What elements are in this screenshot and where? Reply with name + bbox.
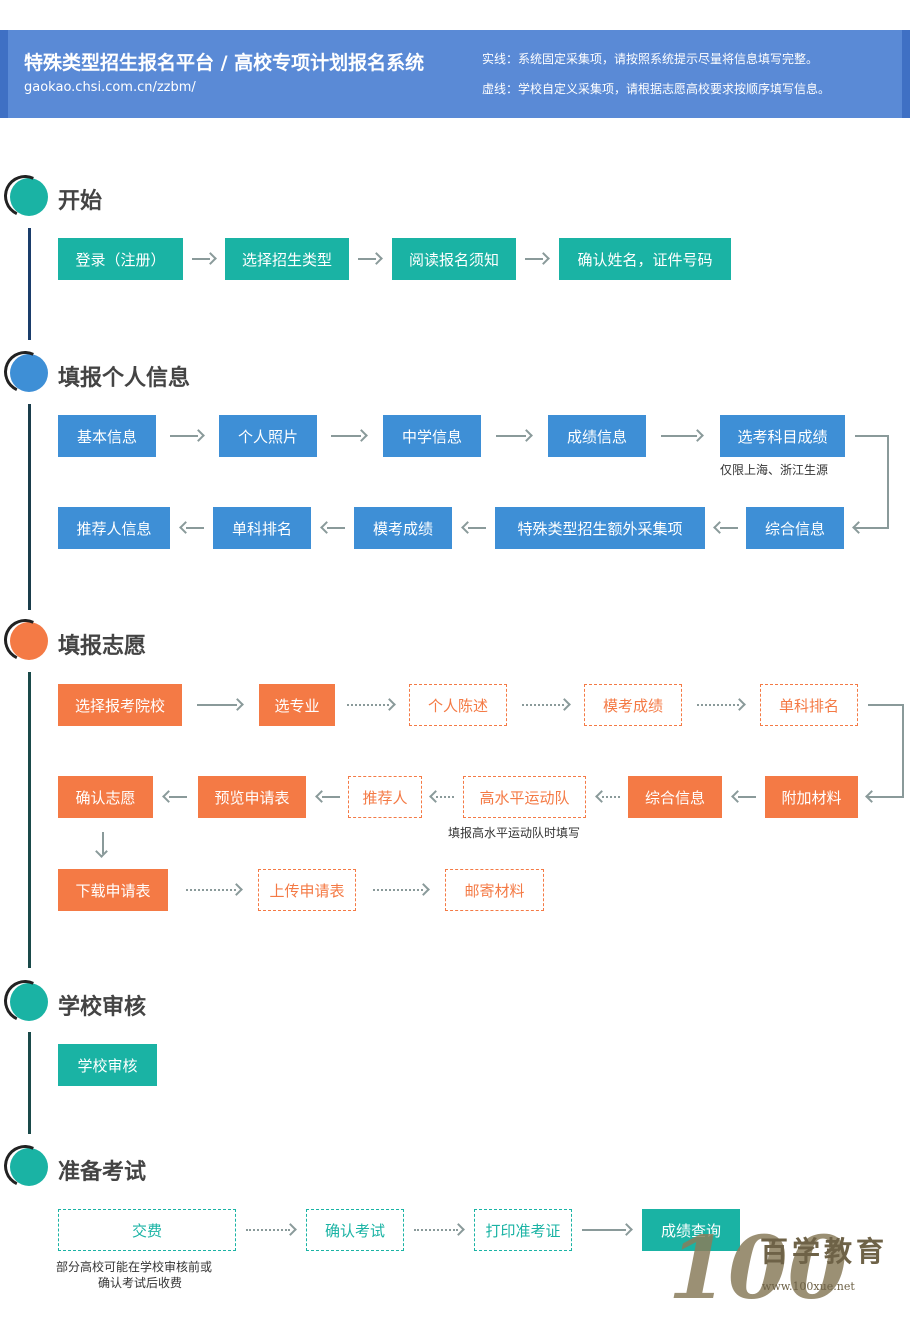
timeline-line-review bbox=[28, 1032, 31, 1134]
step-basic-info: 基本信息 bbox=[58, 415, 156, 457]
step-subject-rank: 单科排名 bbox=[213, 507, 311, 549]
step-sports-team: 高水平运动队 bbox=[463, 776, 586, 818]
arrow-wish-10 bbox=[186, 883, 243, 896]
step-select-type: 选择招生类型 bbox=[225, 238, 349, 280]
step-wish-overall: 综合信息 bbox=[628, 776, 722, 818]
watermark-url: www.100xue.net bbox=[762, 1280, 855, 1293]
section-start-icon bbox=[10, 178, 48, 216]
step-choose-major: 选专业 bbox=[259, 684, 335, 726]
step-print-ticket: 打印准考证 bbox=[474, 1209, 572, 1251]
section-wish-icon bbox=[10, 622, 48, 660]
note-sports-team: 填报高水平运动队时填写 bbox=[448, 826, 581, 840]
section-exam-title: 准备考试 bbox=[58, 1160, 147, 1185]
arrow-exam-2 bbox=[414, 1223, 465, 1236]
arrow-personal-connector bbox=[852, 521, 865, 534]
step-extra-materials: 附加材料 bbox=[765, 776, 858, 818]
arrow-wish-3 bbox=[522, 698, 571, 711]
step-statement: 个人陈述 bbox=[409, 684, 507, 726]
header-title: 特殊类型招生报名平台 / 高校专项计划报名系统 bbox=[24, 52, 425, 74]
arrow-exam-3 bbox=[582, 1223, 633, 1236]
arrow-wish-down-shaft bbox=[102, 832, 104, 854]
arrow-wish-2 bbox=[347, 698, 396, 711]
step-school-review: 学校审核 bbox=[58, 1044, 157, 1086]
timeline-line-personal bbox=[28, 404, 31, 610]
step-school-info: 中学信息 bbox=[383, 415, 481, 457]
step-wish-mock: 模考成绩 bbox=[584, 684, 682, 726]
step-referee-info: 推荐人信息 bbox=[58, 507, 170, 549]
header-banner bbox=[0, 30, 910, 118]
step-upload-form: 上传申请表 bbox=[258, 869, 356, 911]
step-mail-materials: 邮寄材料 bbox=[445, 869, 544, 911]
step-download-form: 下载申请表 bbox=[58, 869, 168, 911]
arrow-wish-connector bbox=[865, 790, 878, 803]
arrow-personal-4 bbox=[661, 429, 704, 442]
arrow-wish-5 bbox=[162, 790, 187, 803]
arrow-wish-7 bbox=[429, 790, 454, 803]
legend-solid: 实线：系统固定采集项，请按照系统提示尽量将信息填写完整。 bbox=[482, 52, 819, 66]
banner-edge-left bbox=[0, 30, 8, 118]
step-pay-fee: 交费 bbox=[58, 1209, 236, 1251]
arrow-wish-down-head bbox=[95, 845, 108, 858]
arrow-personal-2 bbox=[331, 429, 368, 442]
timeline-line-start bbox=[28, 228, 31, 340]
arrow-personal-3 bbox=[496, 429, 533, 442]
section-exam-icon bbox=[10, 1148, 48, 1186]
arrow-personal-7 bbox=[461, 521, 486, 534]
section-wish-title: 填报志愿 bbox=[58, 634, 147, 659]
step-confirm-exam: 确认考试 bbox=[306, 1209, 404, 1251]
watermark-name: 百学教育 bbox=[760, 1235, 889, 1268]
step-read-notice: 阅读报名须知 bbox=[392, 238, 516, 280]
arrow-wish-1 bbox=[197, 698, 244, 711]
arrow-wish-11 bbox=[373, 883, 430, 896]
step-wish-referee: 推荐人 bbox=[348, 776, 422, 818]
step-preview-form: 预览申请表 bbox=[198, 776, 306, 818]
step-special-extra: 特殊类型招生额外采集项 bbox=[495, 507, 705, 549]
arrow-start-3 bbox=[525, 252, 550, 265]
section-start-title: 开始 bbox=[58, 189, 103, 214]
section-review-icon bbox=[10, 983, 48, 1021]
arrow-start-1 bbox=[192, 252, 217, 265]
section-personal-icon bbox=[10, 354, 48, 392]
timeline-line-wish bbox=[28, 672, 31, 968]
arrow-wish-4 bbox=[697, 698, 746, 711]
step-overall-info: 综合信息 bbox=[746, 507, 844, 549]
note-fee-line2: 确认考试后收费 bbox=[98, 1276, 183, 1290]
step-check-score: 成绩查询 bbox=[642, 1209, 740, 1251]
arrow-start-2 bbox=[358, 252, 383, 265]
step-login: 登录（注册） bbox=[58, 238, 183, 280]
step-grades: 成绩信息 bbox=[548, 415, 646, 457]
header-url: gaokao.chsi.com.cn/zzbm/ bbox=[24, 80, 196, 95]
arrow-wish-6 bbox=[315, 790, 340, 803]
step-confirm-id: 确认姓名，证件号码 bbox=[559, 238, 731, 280]
arrow-exam-1 bbox=[246, 1223, 297, 1236]
arrow-personal-5 bbox=[179, 521, 204, 534]
step-elective-grades: 选考科目成绩 bbox=[720, 415, 845, 457]
arrow-personal-8 bbox=[713, 521, 738, 534]
arrow-personal-6 bbox=[320, 521, 345, 534]
note-fee-line1: 部分高校可能在学校审核前或 bbox=[56, 1260, 213, 1274]
step-choose-school: 选择报考院校 bbox=[58, 684, 182, 726]
connector-wish bbox=[868, 704, 904, 798]
step-confirm-wish: 确认志愿 bbox=[58, 776, 153, 818]
section-review-title: 学校审核 bbox=[58, 995, 147, 1020]
note-elective: 仅限上海、浙江生源 bbox=[720, 463, 829, 477]
watermark-number: 100 bbox=[668, 1220, 848, 1310]
step-photo: 个人照片 bbox=[219, 415, 317, 457]
connector-personal bbox=[855, 435, 889, 529]
step-mock-exam: 模考成绩 bbox=[354, 507, 452, 549]
step-wish-rank: 单科排名 bbox=[760, 684, 858, 726]
watermark-logo-mark: 100 bbox=[668, 1220, 848, 1310]
banner-edge-right bbox=[902, 30, 910, 118]
legend-dashed: 虚线：学校自定义采集项，请根据志愿高校要求按顺序填写信息。 bbox=[482, 82, 831, 96]
section-personal-title: 填报个人信息 bbox=[58, 366, 191, 391]
arrow-personal-1 bbox=[170, 429, 205, 442]
arrow-wish-9 bbox=[731, 790, 756, 803]
arrow-wish-8 bbox=[595, 790, 620, 803]
